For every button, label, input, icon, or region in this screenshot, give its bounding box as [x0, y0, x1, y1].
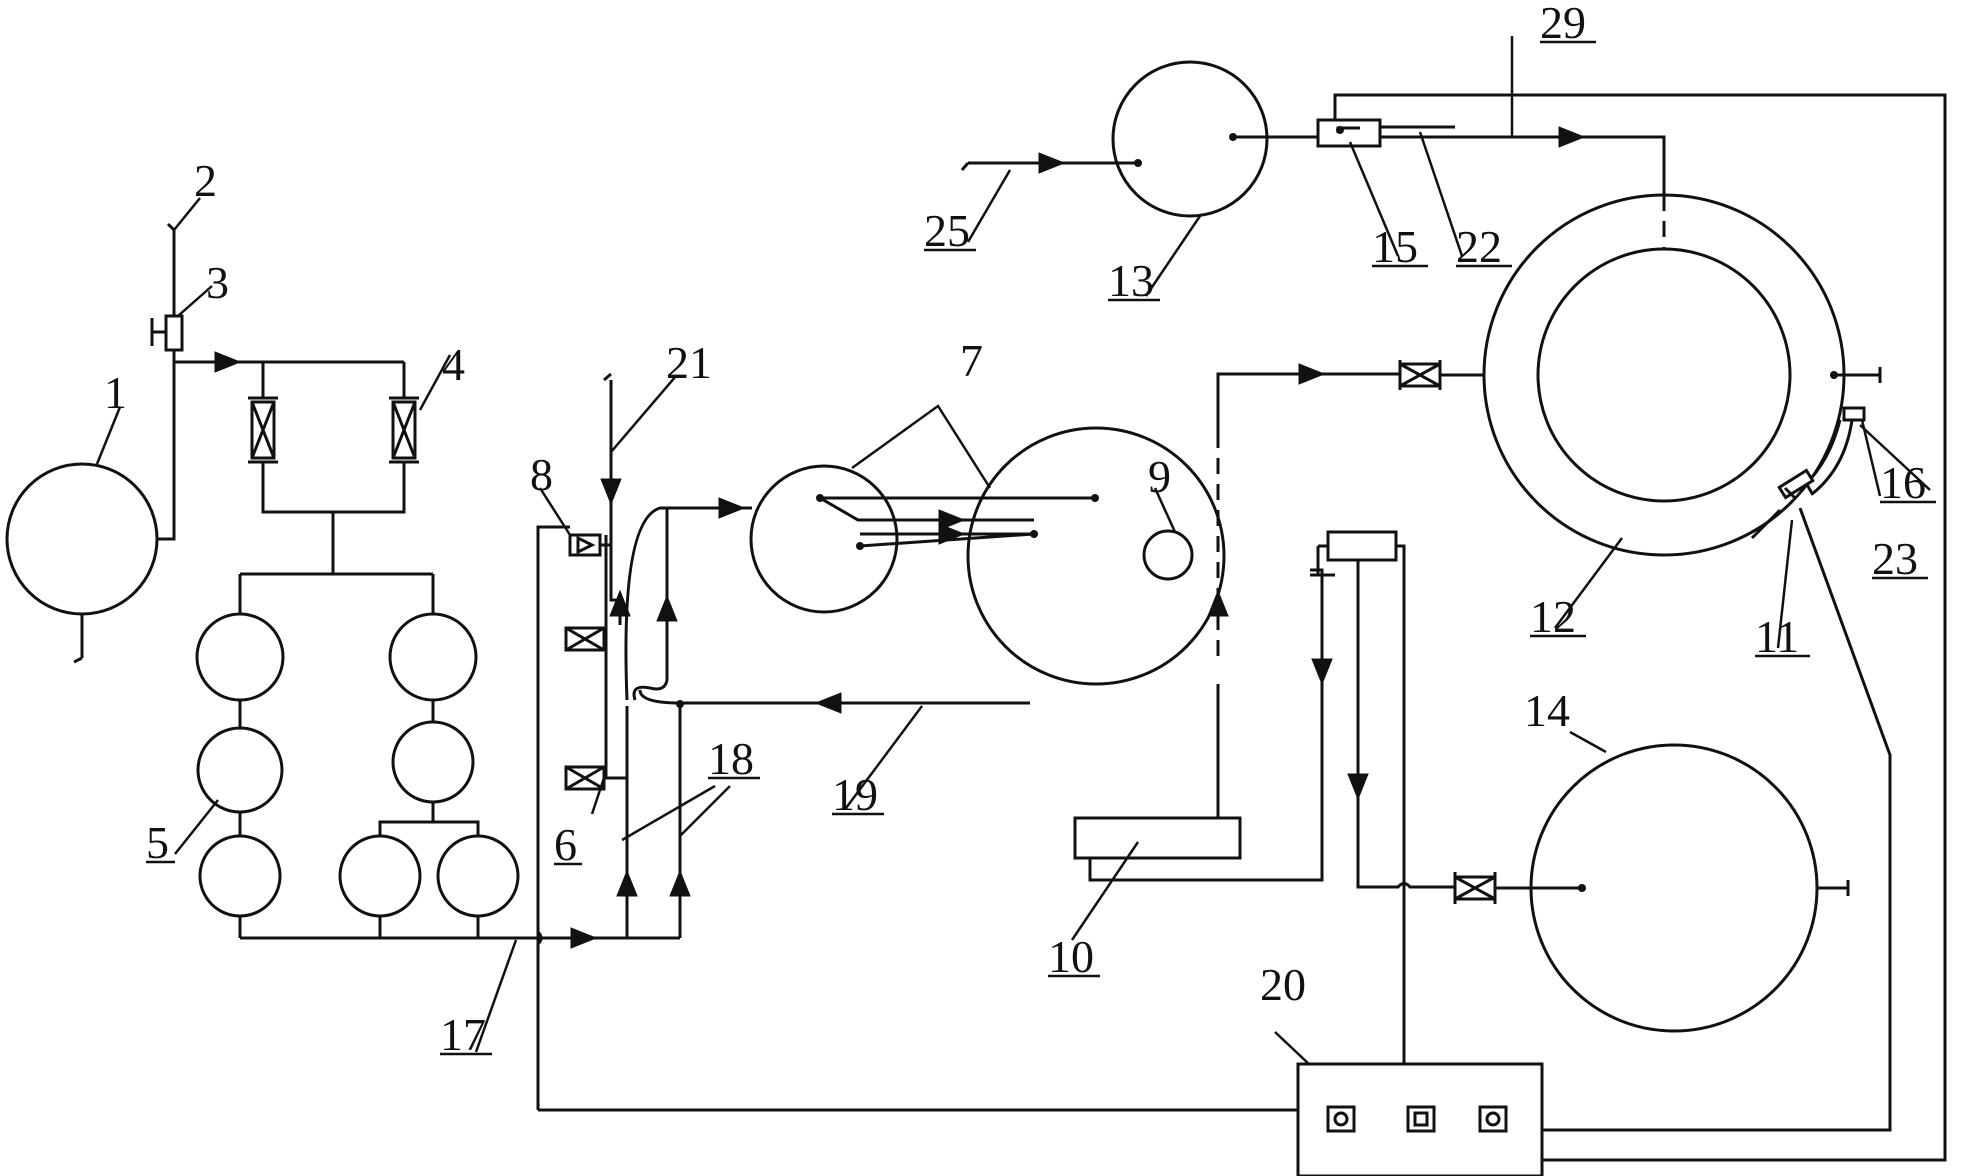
- label-7: 7: [960, 335, 983, 386]
- label-16: 16: [1880, 457, 1926, 508]
- label-25: 25: [924, 205, 970, 256]
- label-10: 10: [1048, 931, 1094, 982]
- header-to-filters: [174, 351, 433, 576]
- control-loop-left: [536, 525, 1298, 1112]
- labels: 1 2 3 4 5 6 7 8 9 10 11 12 13 14 15 16 1…: [104, 0, 1926, 1060]
- label-20: 20: [1260, 959, 1306, 1010]
- label-6: 6: [554, 819, 577, 870]
- valve-3: [150, 314, 184, 352]
- fitting-11: [1542, 468, 1892, 1132]
- separator-7-small: [749, 464, 1099, 614]
- return-line-19: [638, 689, 1030, 714]
- valve-6b: [564, 765, 627, 791]
- leader-7: [851, 404, 992, 489]
- label-4: 4: [442, 339, 465, 390]
- fitting-16: [1842, 406, 1866, 422]
- main-vessel-7: [966, 380, 1229, 818]
- label-underlines: [146, 40, 1936, 1056]
- vent-pipe-2: [166, 222, 176, 242]
- line-17: [240, 927, 680, 949]
- label-11: 11: [1755, 611, 1799, 662]
- filter-valve-4a: [248, 396, 278, 464]
- unit-15: [1316, 118, 1455, 148]
- label-14: 14: [1524, 685, 1570, 736]
- label-1: 1: [104, 367, 127, 418]
- label-12: 12: [1530, 591, 1576, 642]
- leader-lines: [95, 36, 1931, 1066]
- label-29: 29: [1540, 0, 1586, 48]
- label-22: 22: [1456, 221, 1502, 272]
- sensor-9: [1310, 530, 1455, 1064]
- controller-20: [1296, 1062, 1544, 1176]
- line-29: [1333, 93, 1947, 1162]
- label-3: 3: [206, 257, 229, 308]
- feed-loop-to-7: [624, 497, 752, 701]
- label-21: 21: [666, 337, 712, 388]
- riser-lines-18: [616, 704, 691, 938]
- vessel-13: [960, 60, 1318, 218]
- tank-14: [1529, 743, 1850, 1033]
- label-23: 23: [1872, 533, 1918, 584]
- label-19: 19: [832, 769, 878, 820]
- unit-10: [1073, 568, 1324, 882]
- vessel-group-5: [195, 574, 520, 938]
- label-2: 2: [194, 155, 217, 206]
- pipe-to-12: [1216, 360, 1483, 440]
- ring-vessel-12: [1482, 193, 1882, 557]
- pipe-21: [600, 372, 631, 625]
- valve-6a: [564, 626, 606, 652]
- label-15: 15: [1372, 221, 1418, 272]
- label-13: 13: [1108, 255, 1154, 306]
- filter-valve-4b: [389, 396, 419, 464]
- valve-to-14: [1453, 872, 1586, 904]
- label-17: 17: [440, 1009, 486, 1060]
- label-18: 18: [708, 733, 754, 784]
- tank-1: [5, 242, 176, 664]
- label-9: 9: [1148, 451, 1171, 502]
- label-5: 5: [146, 817, 169, 868]
- hose-23: [1803, 419, 1854, 496]
- label-8: 8: [530, 449, 553, 500]
